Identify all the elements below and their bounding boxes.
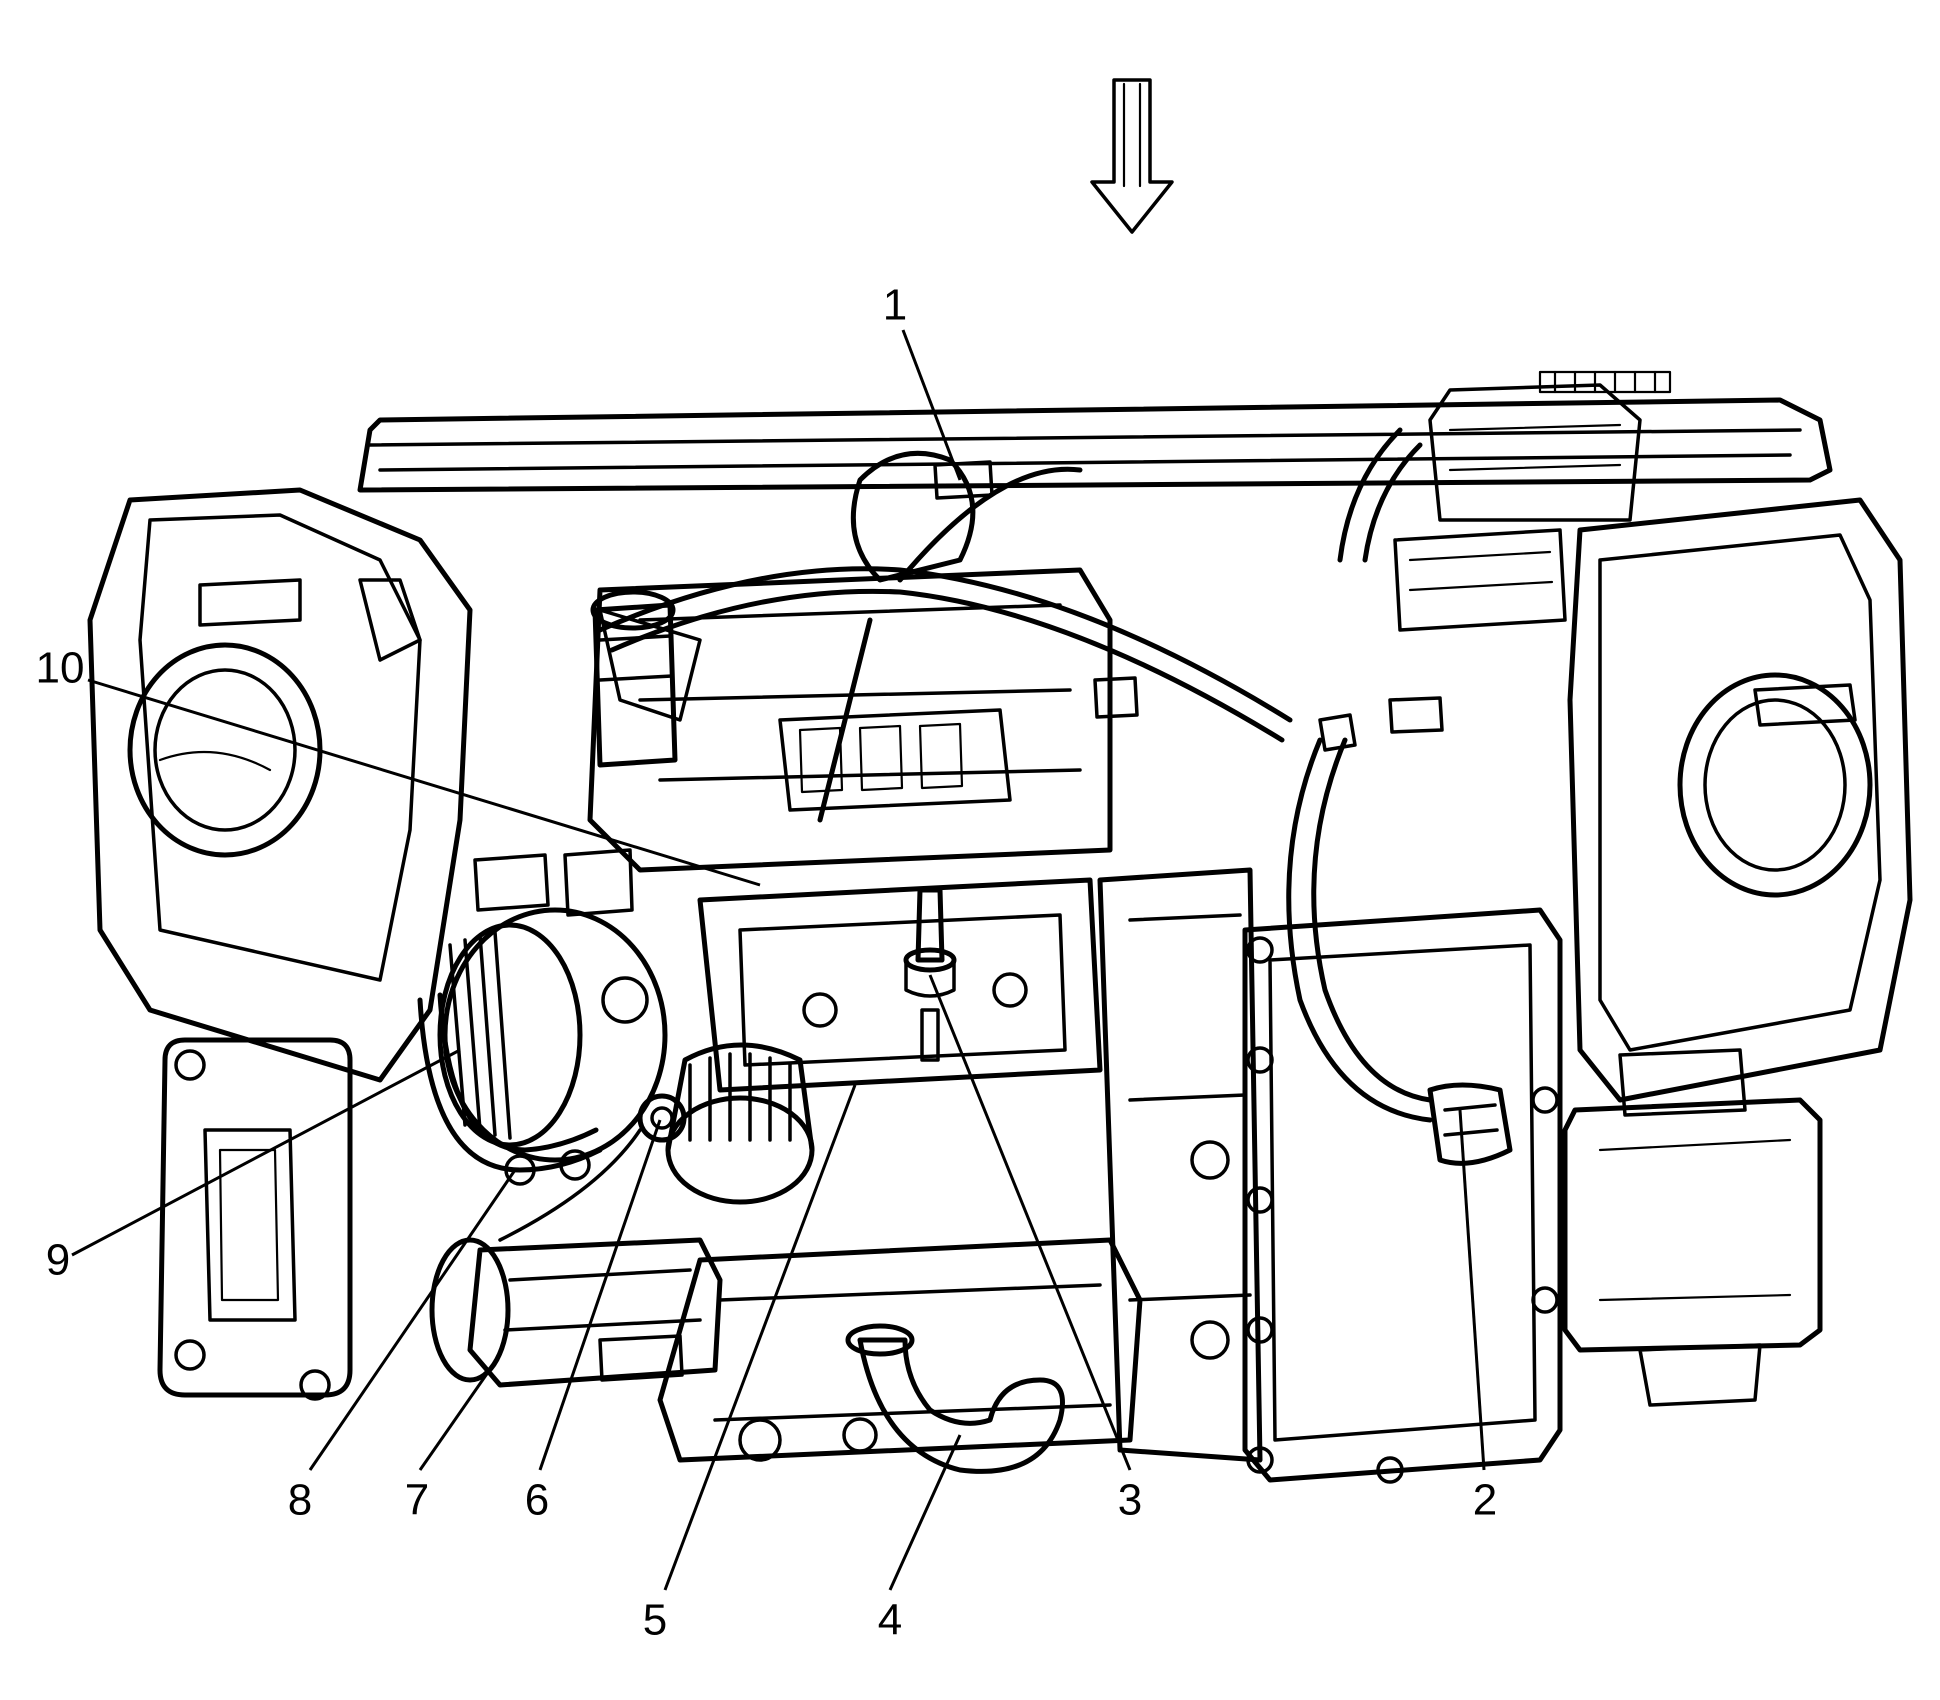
leader-8 <box>308 1169 517 1471</box>
left-mount-plate <box>157 1037 353 1401</box>
callout-labels: 1 2 3 4 5 6 7 8 9 10 <box>36 281 1498 1645</box>
callout-leaders <box>71 329 1486 1591</box>
leader-3 <box>928 974 1132 1471</box>
down-arrow-icon <box>1090 78 1174 234</box>
leader-9 <box>71 1048 461 1257</box>
alternator <box>437 848 668 1163</box>
callout-3: 3 <box>1118 1476 1142 1525</box>
right-frame-rail <box>1567 497 1913 1103</box>
callout-2: 2 <box>1473 1476 1497 1525</box>
left-frame-rail <box>87 487 473 1083</box>
callout-8: 8 <box>288 1476 312 1525</box>
leader-2 <box>1458 1109 1486 1471</box>
oil-pan <box>657 1237 1143 1463</box>
front-cover <box>697 877 1103 1093</box>
top-connectors <box>933 460 1567 734</box>
upper-body-panel <box>357 370 1833 522</box>
lower-radiator-hose <box>845 1323 1065 1474</box>
cooling-fan-shroud <box>1562 1048 1823 1407</box>
transmission <box>1097 867 1263 1463</box>
leader-5 <box>663 1084 857 1591</box>
sensor-item-3 <box>903 887 957 1062</box>
cooler-lines <box>417 992 642 1242</box>
callout-9: 9 <box>46 1236 70 1285</box>
oil-filter <box>665 1042 815 1205</box>
callout-7: 7 <box>405 1476 429 1525</box>
leader-4 <box>888 1434 962 1591</box>
ac-compressor <box>429 1237 723 1388</box>
leader-7 <box>418 1354 502 1471</box>
transmission-pan <box>1242 907 1563 1484</box>
intake-manifold <box>587 450 1113 873</box>
leader-10 <box>87 678 761 887</box>
leader-6 <box>538 1119 662 1471</box>
callout-1: 1 <box>883 281 907 330</box>
leader-1 <box>901 329 962 481</box>
connector-item-2 <box>1427 1082 1513 1166</box>
callout-5: 5 <box>643 1596 667 1645</box>
callout-10: 10 <box>36 644 85 693</box>
wiring-harness <box>597 427 1433 1123</box>
callout-4: 4 <box>878 1596 902 1645</box>
callout-6: 6 <box>525 1476 549 1525</box>
oil-line-fitting <box>637 1093 687 1143</box>
